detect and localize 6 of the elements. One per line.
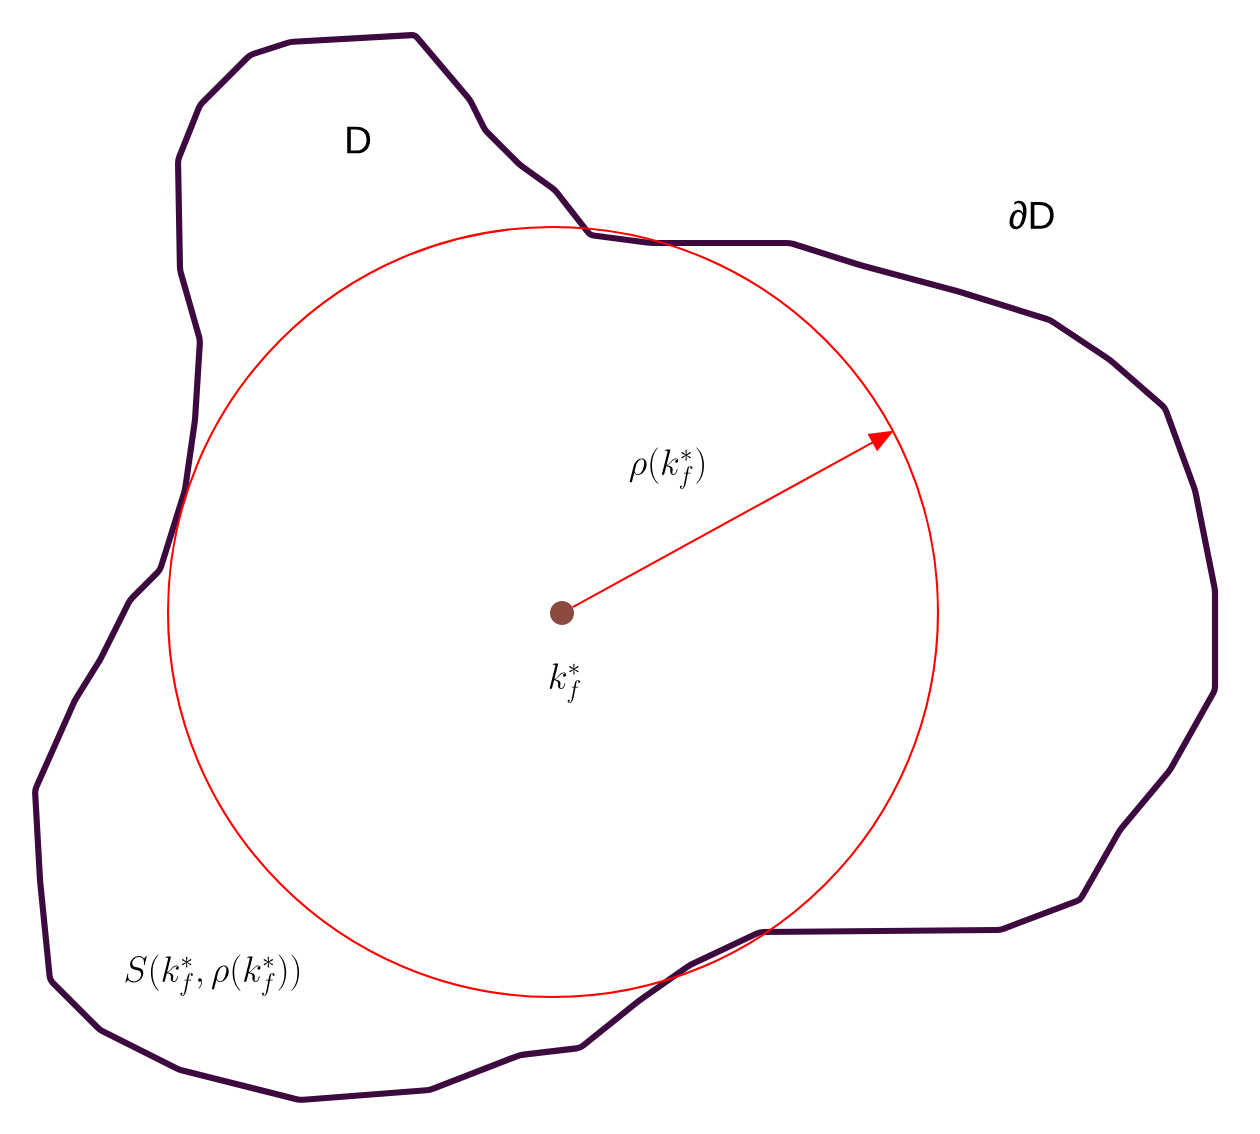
region-label: D bbox=[347, 126, 371, 154]
point-label: $k_f^*$ bbox=[549, 663, 581, 703]
edge-label: $\rho(k_f^*)$ bbox=[629, 447, 704, 489]
region-label: ∂D bbox=[1009, 200, 1054, 230]
point-label: $S(k_f^*,\rho(k_f^*))$ bbox=[125, 954, 300, 996]
center-point bbox=[550, 601, 574, 625]
